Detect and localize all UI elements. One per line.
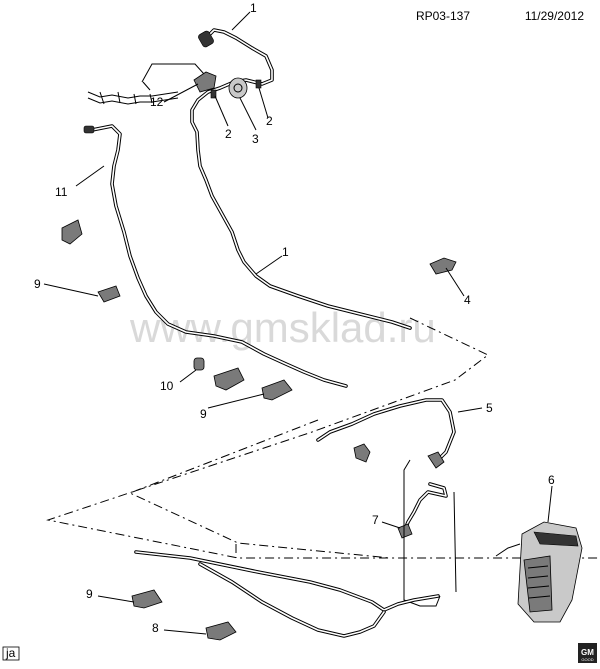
evap-hose-upper: [190, 28, 412, 330]
corner-tag: ja: [2, 646, 20, 661]
fuel-rail: [87, 63, 205, 105]
svg-text:GM: GM: [581, 648, 594, 657]
callout-1-middle: 1: [282, 245, 289, 259]
callout-3: 3: [252, 132, 259, 146]
callout-1-top: 1: [250, 1, 257, 15]
diagram-date: 11/29/2012: [525, 9, 584, 23]
callout-2-left: 2: [225, 127, 232, 141]
callout-8: 8: [152, 621, 159, 635]
gm-logo: GM GOOD: [578, 643, 597, 663]
hose-clip-2b: [255, 79, 262, 89]
vehicle-routing-outline: [46, 317, 600, 559]
callout-12: 12: [150, 95, 164, 109]
callout-6: 6: [548, 473, 555, 487]
purge-valve-3: [228, 77, 248, 99]
callout-9-upper: 9: [34, 277, 41, 291]
callout-2-right: 2: [266, 114, 273, 128]
evap-hose-5: [316, 398, 456, 469]
evap-line-11: [83, 124, 348, 388]
callout-9-middle: 9: [200, 407, 207, 421]
grommet-10: [193, 357, 205, 371]
callout-leaders: [43, 11, 553, 635]
callout-9-lower: 9: [86, 587, 93, 601]
hose-clip-2a: [210, 89, 217, 99]
hose-bracket-12: [193, 71, 217, 93]
bracket-4: [429, 257, 457, 275]
evap-canister-6: [495, 521, 583, 623]
callout-11: 11: [55, 185, 68, 199]
callout-5: 5: [486, 401, 493, 415]
clip-9a: [61, 219, 121, 303]
clip-9b: [213, 367, 293, 401]
diagram-reference-number: RP03-137: [416, 9, 470, 23]
callout-10: 10: [160, 379, 174, 393]
clip-9c: [131, 589, 163, 609]
lower-vapor-lines: [134, 550, 440, 638]
svg-text:GOOD: GOOD: [581, 657, 593, 662]
evap-hose-7: [397, 459, 457, 607]
callout-7: 7: [372, 513, 379, 527]
svg-text:ja: ja: [5, 646, 16, 660]
callout-4: 4: [464, 293, 471, 307]
clip-8: [205, 621, 237, 641]
